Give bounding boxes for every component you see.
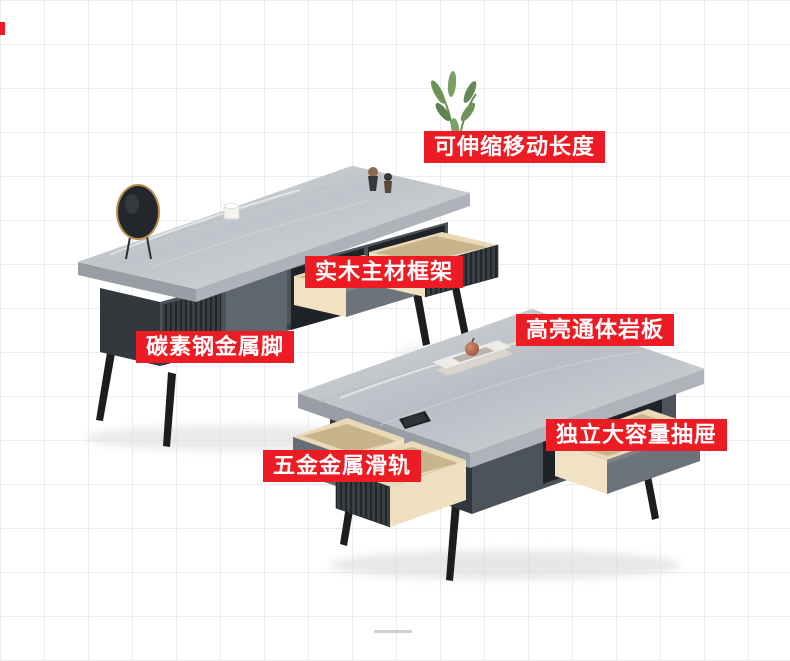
callout-metal-slide-rails: 五金金属滑轨: [263, 450, 422, 482]
callout-carbon-steel-legs: 碳素钢金属脚: [136, 331, 295, 363]
table-leg-2: [446, 503, 460, 581]
tv-slab-front-edge: [196, 193, 470, 302]
tv-slab-vein-1: [109, 189, 301, 256]
table-slab-vein-2: [379, 351, 641, 426]
apple-decor: [465, 337, 479, 356]
tv-leg-1: [96, 346, 116, 421]
callout-large-capacity-drawer: 独立大容量抽屉: [546, 419, 728, 451]
coffee-table-shadow: [330, 550, 680, 580]
drawer-inner: [303, 424, 396, 453]
edge-red-fragment: [0, 22, 5, 35]
tv-slab-left-edge: [78, 262, 196, 302]
cup-decor: [223, 203, 240, 220]
table-slab-front-edge: [470, 369, 704, 468]
drawer-side: [390, 460, 466, 527]
callout-rock-slab-top: 高亮通体岩板: [516, 314, 675, 346]
page-indicator-dash: [374, 630, 412, 633]
figurine-decor: [368, 167, 392, 193]
tv-slab-vein-3: [94, 185, 331, 263]
phone-decor: [399, 411, 431, 429]
callout-solid-wood-frame: 实木主材框架: [305, 256, 464, 288]
drawer-side: [555, 442, 607, 494]
callout-extendable-length: 可伸缩移动长度: [424, 131, 606, 163]
tv-leg-2: [163, 372, 176, 447]
drawer-inner: [375, 236, 487, 262]
tv-slab-vein-2: [149, 199, 371, 269]
tv-gray-drawer-face: [226, 271, 287, 348]
mirror-decor: [116, 184, 160, 260]
